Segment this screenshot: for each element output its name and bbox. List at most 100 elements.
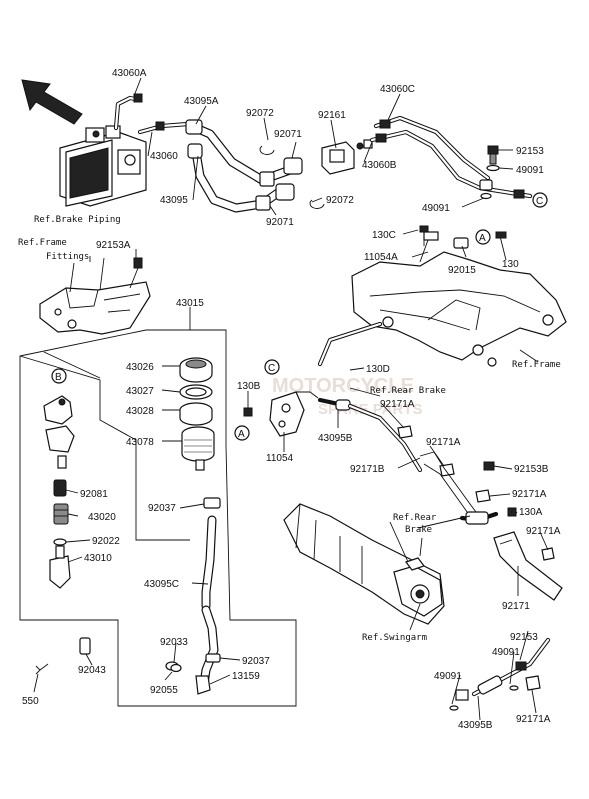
ref-frame-fittings-2: Fittings — [46, 252, 89, 262]
ref-brake-piping: Ref.Brake Piping — [34, 215, 121, 225]
part-label: 92171A — [516, 714, 551, 725]
hose-43095b — [317, 321, 423, 473]
part-label: 43095B — [318, 433, 353, 444]
part-label: 92153 — [510, 632, 538, 643]
part-label: 92015 — [448, 265, 476, 276]
brake-pipes-upper — [113, 93, 191, 135]
part-label: 92081 — [80, 489, 108, 500]
brake-hoses-front — [185, 119, 303, 213]
ref-frame-fittings-1: Ref.Frame — [18, 238, 67, 248]
part-label: 92055 — [150, 685, 178, 696]
ref-frame: Ref.Frame — [512, 360, 561, 370]
reservoir-hose-43095c — [199, 497, 221, 689]
part-label: 92171A — [426, 437, 461, 448]
part-label: 92043 — [78, 665, 106, 676]
part-label: 43060A — [112, 68, 147, 79]
swingarm — [283, 503, 445, 625]
part-label: 43095C — [144, 579, 179, 590]
part-label: 92153 — [516, 146, 544, 157]
washer-92022 — [53, 538, 67, 546]
part-label: 130D — [366, 364, 390, 375]
piston-43020 — [53, 503, 69, 525]
part-label: 130 — [502, 259, 519, 270]
part-label: 92037 — [242, 656, 270, 667]
part-label: 43010 — [84, 553, 112, 564]
callout-a-icon: A A — [234, 229, 491, 441]
part-label: 11054 — [266, 453, 294, 464]
part-label: 49091 — [492, 647, 520, 658]
joint-92161 — [321, 139, 373, 175]
svg-text:A: A — [479, 233, 486, 244]
bolt-92153b — [483, 461, 495, 471]
front-arrow-icon — [21, 79, 83, 125]
part-label: 43095B — [458, 720, 493, 731]
part-label: 43027 — [126, 386, 154, 397]
bolt-130c — [419, 225, 429, 246]
part-label: 92171A — [380, 399, 415, 410]
frame-fitting-bracket — [39, 257, 151, 335]
diaphragm-43028 — [179, 402, 213, 426]
part-label: 92033 — [160, 637, 188, 648]
part-label: 130B — [237, 381, 261, 392]
part-label: 92161 — [318, 110, 346, 121]
svg-text:A: A — [238, 429, 245, 440]
part-label: 550 — [22, 696, 39, 707]
part-label: 92022 — [92, 536, 120, 547]
brake-pipes-rear — [369, 115, 533, 199]
ref-swingarm: Ref.Swingarm — [362, 633, 427, 643]
pin-92043 — [79, 637, 91, 655]
part-label: 43095A — [184, 96, 219, 107]
bracket-11054 — [269, 391, 319, 437]
master-cylinder-top — [43, 395, 75, 469]
part-label: 43028 — [126, 406, 154, 417]
part-label: 92171 — [502, 601, 530, 612]
reservoir-43078 — [181, 426, 215, 471]
part-label: 92153B — [514, 464, 549, 475]
part-label: 43060 — [150, 151, 178, 162]
part-label: 92071 — [266, 217, 294, 228]
part-label: 92072 — [326, 195, 354, 206]
part-label: 130A — [519, 507, 543, 518]
part-label: 43015 — [176, 298, 204, 309]
part-labels: 43060A 43095A 92072 92071 92161 43060C 4… — [22, 68, 561, 731]
watermark-line-1: MOTORCYCLE — [272, 375, 414, 397]
part-label: 92037 — [148, 503, 176, 514]
part-label: 43078 — [126, 437, 154, 448]
part-label: 11054A — [364, 252, 398, 263]
part-label: 49091 — [434, 671, 462, 682]
part-label: 92153A — [96, 240, 131, 251]
part-label: 92071 — [274, 129, 302, 140]
callout-b-icon: B — [51, 368, 67, 384]
clamps-92171a — [397, 425, 555, 691]
part-label: 43095 — [160, 195, 188, 206]
clevis-43010 — [49, 545, 71, 589]
clamp-rings — [259, 145, 325, 209]
part-label: 49091 — [422, 203, 450, 214]
svg-text:B: B — [55, 372, 62, 383]
part-label: 43020 — [88, 512, 116, 523]
part-label: 43060C — [380, 84, 415, 95]
part-label: 92072 — [246, 108, 274, 119]
part-label: 92171A — [512, 489, 547, 500]
hose-lower — [449, 637, 551, 711]
bracket-92171b — [419, 451, 477, 517]
hose-guide-92171 — [493, 531, 563, 601]
leader-lines — [33, 77, 549, 721]
svg-text:C: C — [268, 363, 275, 374]
assembly-outline-43015 — [19, 329, 297, 707]
cotter-pin-550 — [35, 663, 49, 675]
svg-text:C: C — [536, 196, 543, 207]
part-label: 43060B — [362, 160, 397, 171]
part-label: 49091 — [516, 165, 544, 176]
part-label: 92171B — [350, 464, 385, 475]
reservoir-cap — [179, 357, 213, 383]
ref-rear-brake-b2: Brake — [405, 525, 432, 535]
part-label: 130C — [372, 230, 396, 241]
ref-rear-brake-a: Ref.Rear Brake — [370, 386, 446, 396]
dust-boot-92081 — [53, 479, 67, 497]
part-label: 13159 — [232, 671, 260, 682]
frame — [351, 231, 567, 367]
ref-rear-brake-b1: Ref.Rear — [393, 513, 437, 523]
